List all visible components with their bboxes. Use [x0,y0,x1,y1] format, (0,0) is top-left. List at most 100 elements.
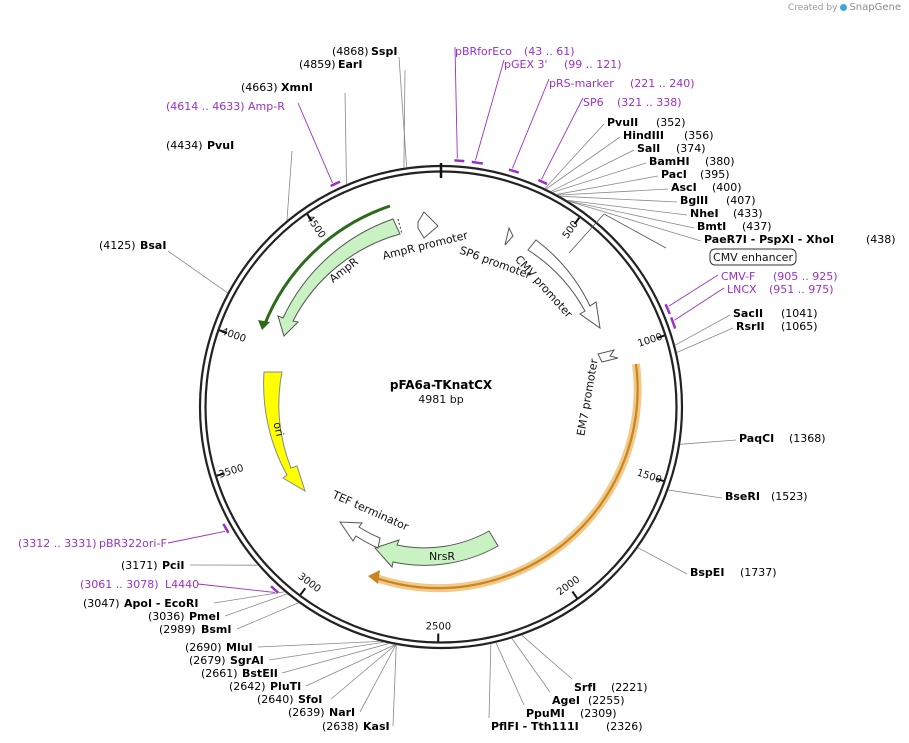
plasmid-name: pFA6a-TKnatCX [390,378,493,392]
tick-mark [573,217,581,225]
primer-leader [475,59,505,161]
primer-mark [508,168,520,174]
primer-leader [454,46,458,159]
cmv-promoter-label: CMV promoter [512,253,575,321]
site-label: AscI(400) [671,181,742,194]
sp6-promoter-arrow [504,226,514,246]
site-label: (2638)KasI [322,720,390,733]
primer-mark [670,316,677,329]
em7-promoter-arrow [597,349,619,363]
ampr-orf-arrowhead [258,320,270,330]
created-by-text: Created by [787,3,838,13]
site-label: (3047)ApoI - EcoRI [83,597,198,610]
site-leader [236,602,299,630]
site-leader [392,644,397,727]
site-leader [330,644,396,700]
site-leader [268,641,385,661]
site-label: (2679)SgrAI [189,654,264,667]
tick-mark [656,334,665,339]
site-label: PaeR7I - PspXI - XhoI(438) [704,233,896,246]
site-leader [511,638,551,693]
site-leader [213,591,285,604]
site-leader [680,439,737,445]
primer-leader [674,287,725,321]
tick-label: 1000 [636,332,664,350]
site-leader-lines [167,56,737,727]
primer-mark [330,180,341,188]
ampr-dashed-divider [397,218,403,235]
tick-mark [216,472,225,477]
primer-label: pRS-marker(221 .. 240) [549,77,695,90]
site-leader [668,489,723,499]
primer-label: (3061 .. 3078)L4440 [80,578,199,591]
primer-mark [537,178,548,186]
site-leader [488,643,492,719]
site-leader [676,327,734,353]
cmv-promoter-arrow [527,239,601,330]
site-leader [521,634,573,680]
site-leader [344,92,347,185]
primer-mark [222,523,230,534]
site-label: (2661)BstEII [201,667,278,680]
site-leader [224,593,288,617]
site-leader [545,136,621,190]
site-leader [286,150,293,221]
primer-mark [454,159,465,163]
site-label: (2639)NarI [288,706,355,719]
primer-label: CMV-F(905 .. 925) [721,270,838,283]
site-leader [567,200,695,229]
primer-leader [668,274,719,307]
site-label: (4125)BsaI [99,239,166,252]
cmv-enhancer-label: CMV enhancer [713,251,793,264]
primer-mark [664,303,671,315]
site-leader [567,200,702,242]
site-label: BamHI(380) [649,155,735,168]
primer-leader [167,530,226,544]
site-label: (3171)PciI [121,559,184,572]
site-label: (2642)PluTI [229,680,301,693]
site-leader [559,195,678,203]
primer-mark [270,585,280,594]
primer-leader [197,583,275,593]
site-labels-top: (4868)SspI (4859)EarI (4663)XmnI (4434)P… [99,45,397,252]
site-label: BglII(407) [680,194,756,207]
primer-label: pBRforEco(43 .. 61) [455,45,575,58]
site-label: (4663)XmnI [241,81,313,94]
site-label: (3036)PmeI [148,610,220,623]
tef-terminator-label: TEF terminator [329,488,411,534]
primer-leader [541,97,584,180]
primer-leader [297,102,333,184]
ampr-orf-line [262,204,391,327]
plasmid-length: 4981 bp [418,393,463,406]
site-leader [281,643,390,674]
site-label: BseRI(1523) [725,490,808,503]
ori-feature [263,371,306,493]
feature-track [258,204,797,593]
site-labels-left: (3171)PciI (3047)ApoI - EcoRI (3036)PmeI… [83,559,390,733]
orange-orf-arrowhead [368,570,380,584]
site-label: (4859)EarI [299,58,362,71]
site-label: (2989)BsmI [159,623,232,636]
site-label: PflFI - Tth111I(2326) [491,720,643,733]
site-leader [557,188,669,196]
site-label: SalI(374) [637,142,706,155]
site-leader [257,640,381,648]
cmv-enhancer-box [709,248,797,266]
tick-label: 3000 [296,571,323,595]
site-leader [674,314,731,346]
site-leader [398,56,408,168]
site-label: (4868)SspI [332,45,397,58]
primer-label: LNCX(951 .. 975) [727,283,834,296]
site-leader [637,547,688,575]
tick-mark [219,329,228,334]
site-label: SacII(1041) [733,307,818,320]
tick-mark [299,587,307,596]
site-labels-bottom: SrfI(2221) AgeI(2255) PpuMI(2309) PflFI … [491,681,648,733]
primer-label: (3312 .. 3331)pBR322ori-F [18,537,167,550]
cmv-enhancer-leader-2 [603,213,667,249]
tick-label: 1500 [635,468,663,486]
site-leader [556,175,659,195]
site-label: AgeI(2255) [552,694,625,707]
em7-promoter-label: EM7 promoter [574,357,600,437]
